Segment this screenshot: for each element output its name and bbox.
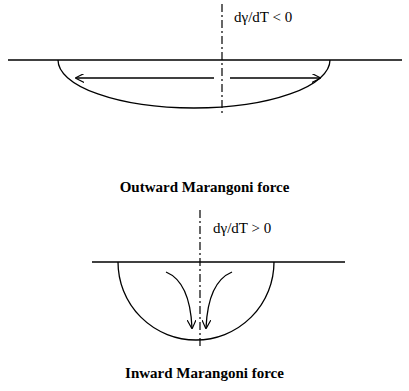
flow-arrow	[206, 272, 232, 328]
flow-arrow	[166, 272, 192, 328]
gradient-label: dγ/dT < 0	[234, 8, 292, 26]
center-line	[221, 4, 222, 116]
gradient-label: dγ/dT > 0	[213, 219, 271, 237]
surface-line	[92, 261, 345, 262]
flow-arrow	[230, 77, 320, 78]
shallow-pool-outline	[58, 60, 330, 108]
deep-pool-outline	[118, 262, 274, 340]
flow-arrow	[76, 77, 214, 78]
caption-text: Outward Marangoni force	[0, 178, 409, 196]
surface-line	[8, 59, 402, 60]
center-line	[199, 210, 200, 346]
caption-text: Inward Marangoni force	[0, 364, 409, 382]
